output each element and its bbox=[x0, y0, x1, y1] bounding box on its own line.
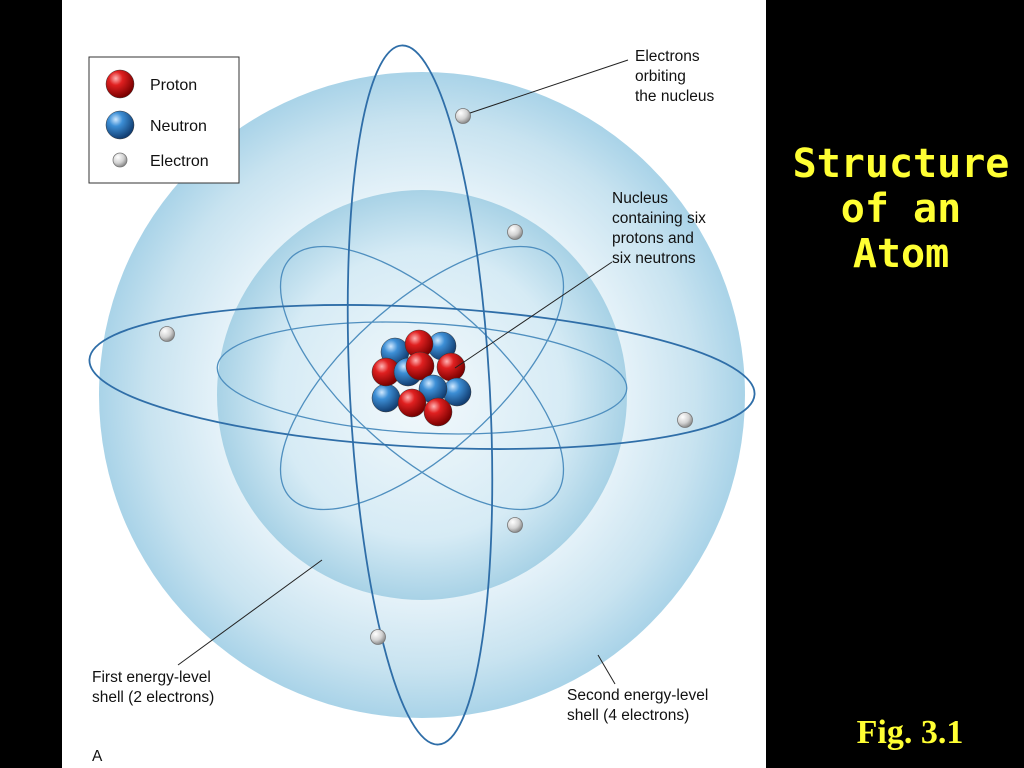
legend-proton-label: Proton bbox=[150, 77, 197, 94]
vertical-orbit bbox=[346, 44, 494, 746]
electron bbox=[507, 224, 523, 240]
label-first-shell: First energy-level shell (2 electrons) bbox=[92, 669, 215, 706]
electron bbox=[677, 412, 693, 428]
label-electrons-orbiting: Electrons orbiting the nucleus bbox=[635, 48, 715, 105]
proton bbox=[436, 352, 466, 382]
proton bbox=[405, 351, 435, 381]
neutron-legend-icon bbox=[105, 110, 135, 140]
inner-orbits bbox=[216, 245, 628, 511]
proton-legend-icon bbox=[105, 69, 135, 99]
leader-lines bbox=[177, 59, 629, 685]
title-line: Structure bbox=[792, 141, 1010, 187]
outer-orbits bbox=[88, 44, 756, 746]
neutron bbox=[371, 383, 401, 413]
slide-title: Structure of an Atom bbox=[778, 141, 1024, 278]
proton bbox=[397, 388, 427, 418]
figure-caption: Fig. 3.1 bbox=[856, 714, 964, 751]
label-nucleus: Nucleus containing six protons and six n… bbox=[612, 190, 710, 267]
legend-neutron-label: Neutron bbox=[150, 118, 207, 135]
title-line: of an bbox=[840, 186, 962, 233]
electron bbox=[507, 517, 523, 533]
title-line: Atom bbox=[852, 231, 950, 278]
label-second-shell: Second energy-level shell (4 electrons) bbox=[567, 687, 713, 724]
electron bbox=[370, 629, 386, 645]
legend-electron-label: Electron bbox=[150, 153, 209, 170]
electron-legend-icon bbox=[112, 152, 128, 168]
panel-letter: A bbox=[92, 748, 103, 765]
electron bbox=[159, 326, 175, 342]
electrons bbox=[159, 108, 693, 645]
horizontal-orbit bbox=[88, 304, 756, 450]
legend: Proton Neutron Electron bbox=[88, 56, 240, 184]
nucleus bbox=[371, 329, 472, 427]
electron bbox=[455, 108, 471, 124]
proton bbox=[423, 397, 453, 427]
